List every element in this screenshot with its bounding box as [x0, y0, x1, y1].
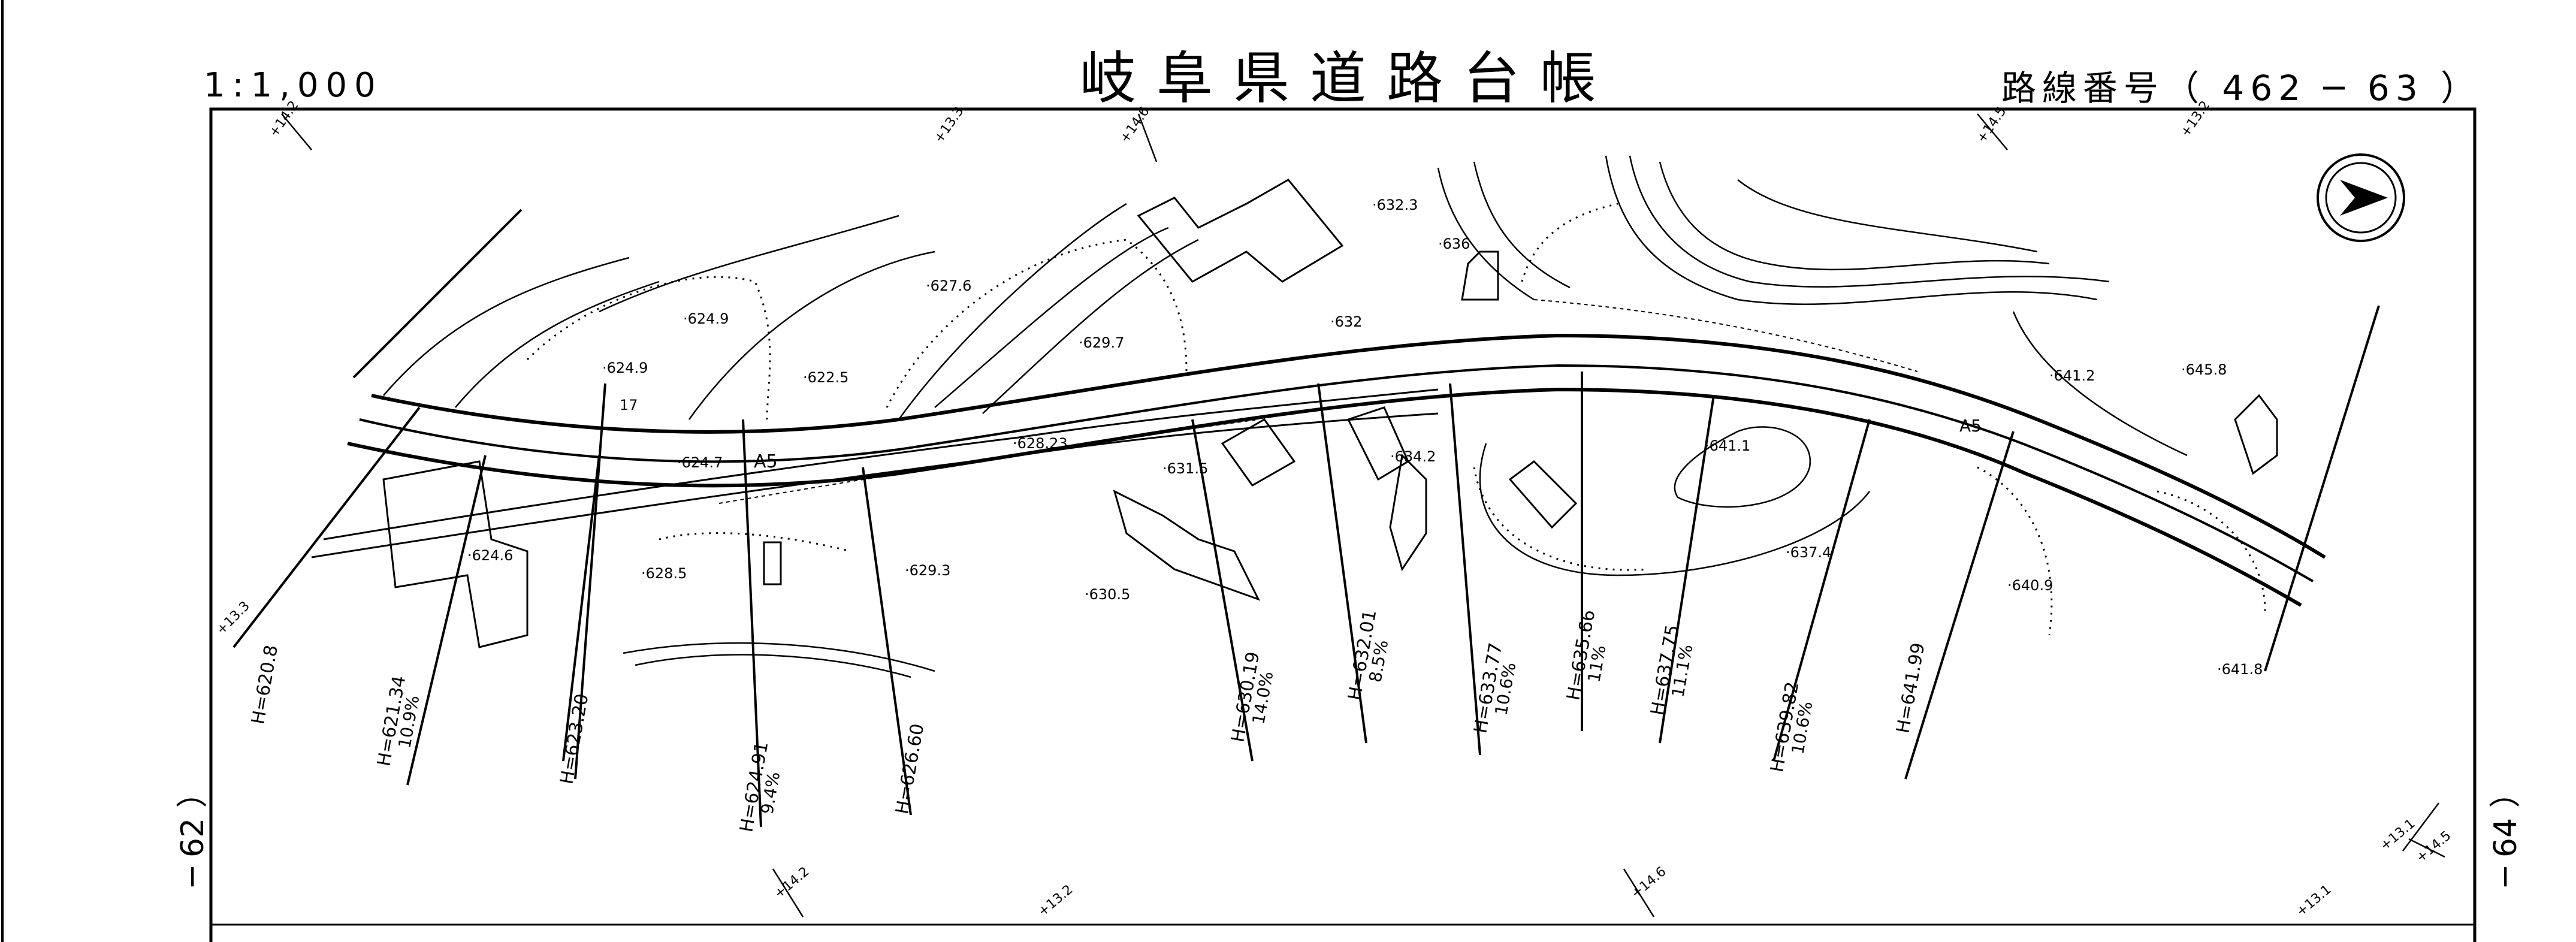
north-arrow-icon [2317, 153, 2405, 242]
spot-elevation: ·630.5 [1085, 586, 1130, 603]
buildings [382, 179, 2278, 648]
spot-elevation: ·624.6 [467, 547, 513, 564]
route-number-label: 路線番号（ 462 ─ 63 ） [2001, 68, 2482, 108]
road-alignment [311, 299, 2326, 607]
misc-label: 17 [620, 397, 638, 413]
dotted-boundaries [526, 203, 2266, 636]
station-mark: +14.2 [772, 864, 813, 901]
spot-elevation: ·641.2 [2049, 367, 2095, 384]
spot-elevation: ·637.4 [1786, 544, 1831, 561]
cross-section-elevation: H=626.60 [892, 722, 928, 816]
station-mark: +14.6 [1629, 864, 1669, 901]
station-mark: +14.2 [266, 98, 301, 140]
spot-elevation: ·629.3 [905, 562, 950, 579]
map-frame [209, 107, 2477, 942]
spot-elevation: ·624.9 [683, 310, 729, 327]
spot-elevation: ·624.9 [602, 360, 648, 376]
road-label: A5 [754, 451, 778, 472]
spot-elevation-labels: ·624.9 ·624.9 ·622.5 ·627.6 ·629.7 ·624.7 ·628… [467, 197, 2263, 678]
spot-elevation: ·631.5 [1162, 460, 1208, 477]
station-mark: +14.5 [2414, 828, 2454, 865]
spot-elevation: ·634.2 [1390, 448, 1436, 465]
spot-elevation: ·624.7 [677, 454, 723, 471]
station-mark: +13.1 [2294, 882, 2335, 919]
station-mark: +13.2 [2178, 98, 2213, 140]
spot-elevation: ·629.7 [1079, 334, 1124, 351]
spot-elevation: ·645.8 [2181, 361, 2227, 378]
cross-section-elevation: H=620.8 [247, 644, 282, 726]
spot-elevation: ·632.3 [1372, 197, 1418, 213]
page-title: 岐阜県道路台帳 [1079, 46, 1617, 111]
road-label: A5 [1959, 416, 1982, 436]
spot-elevation: ·641.1 [1705, 437, 1750, 454]
spot-elevation: ·622.5 [803, 369, 848, 386]
spot-elevation: ·636 [1438, 236, 1470, 252]
contour-lines [383, 155, 2188, 678]
spot-elevation: ·627.6 [926, 277, 971, 294]
station-ticks [281, 113, 2445, 917]
cross-section-lines [232, 209, 2380, 828]
station-mark: +13.2 [1035, 882, 1076, 919]
spot-elevation: ·632 [1330, 313, 1362, 330]
cross-section-elevation: H=623.20 [556, 692, 593, 786]
scale-label: 1:1,000 [204, 66, 383, 105]
spot-elevation: ·640.9 [2007, 577, 2053, 594]
station-mark: +13.1 [2378, 816, 2418, 853]
spot-elevation: ·628.5 [641, 565, 687, 582]
spot-elevation: ·628.23 [1013, 435, 1068, 452]
spot-elevation: ·641.8 [2217, 661, 2263, 678]
